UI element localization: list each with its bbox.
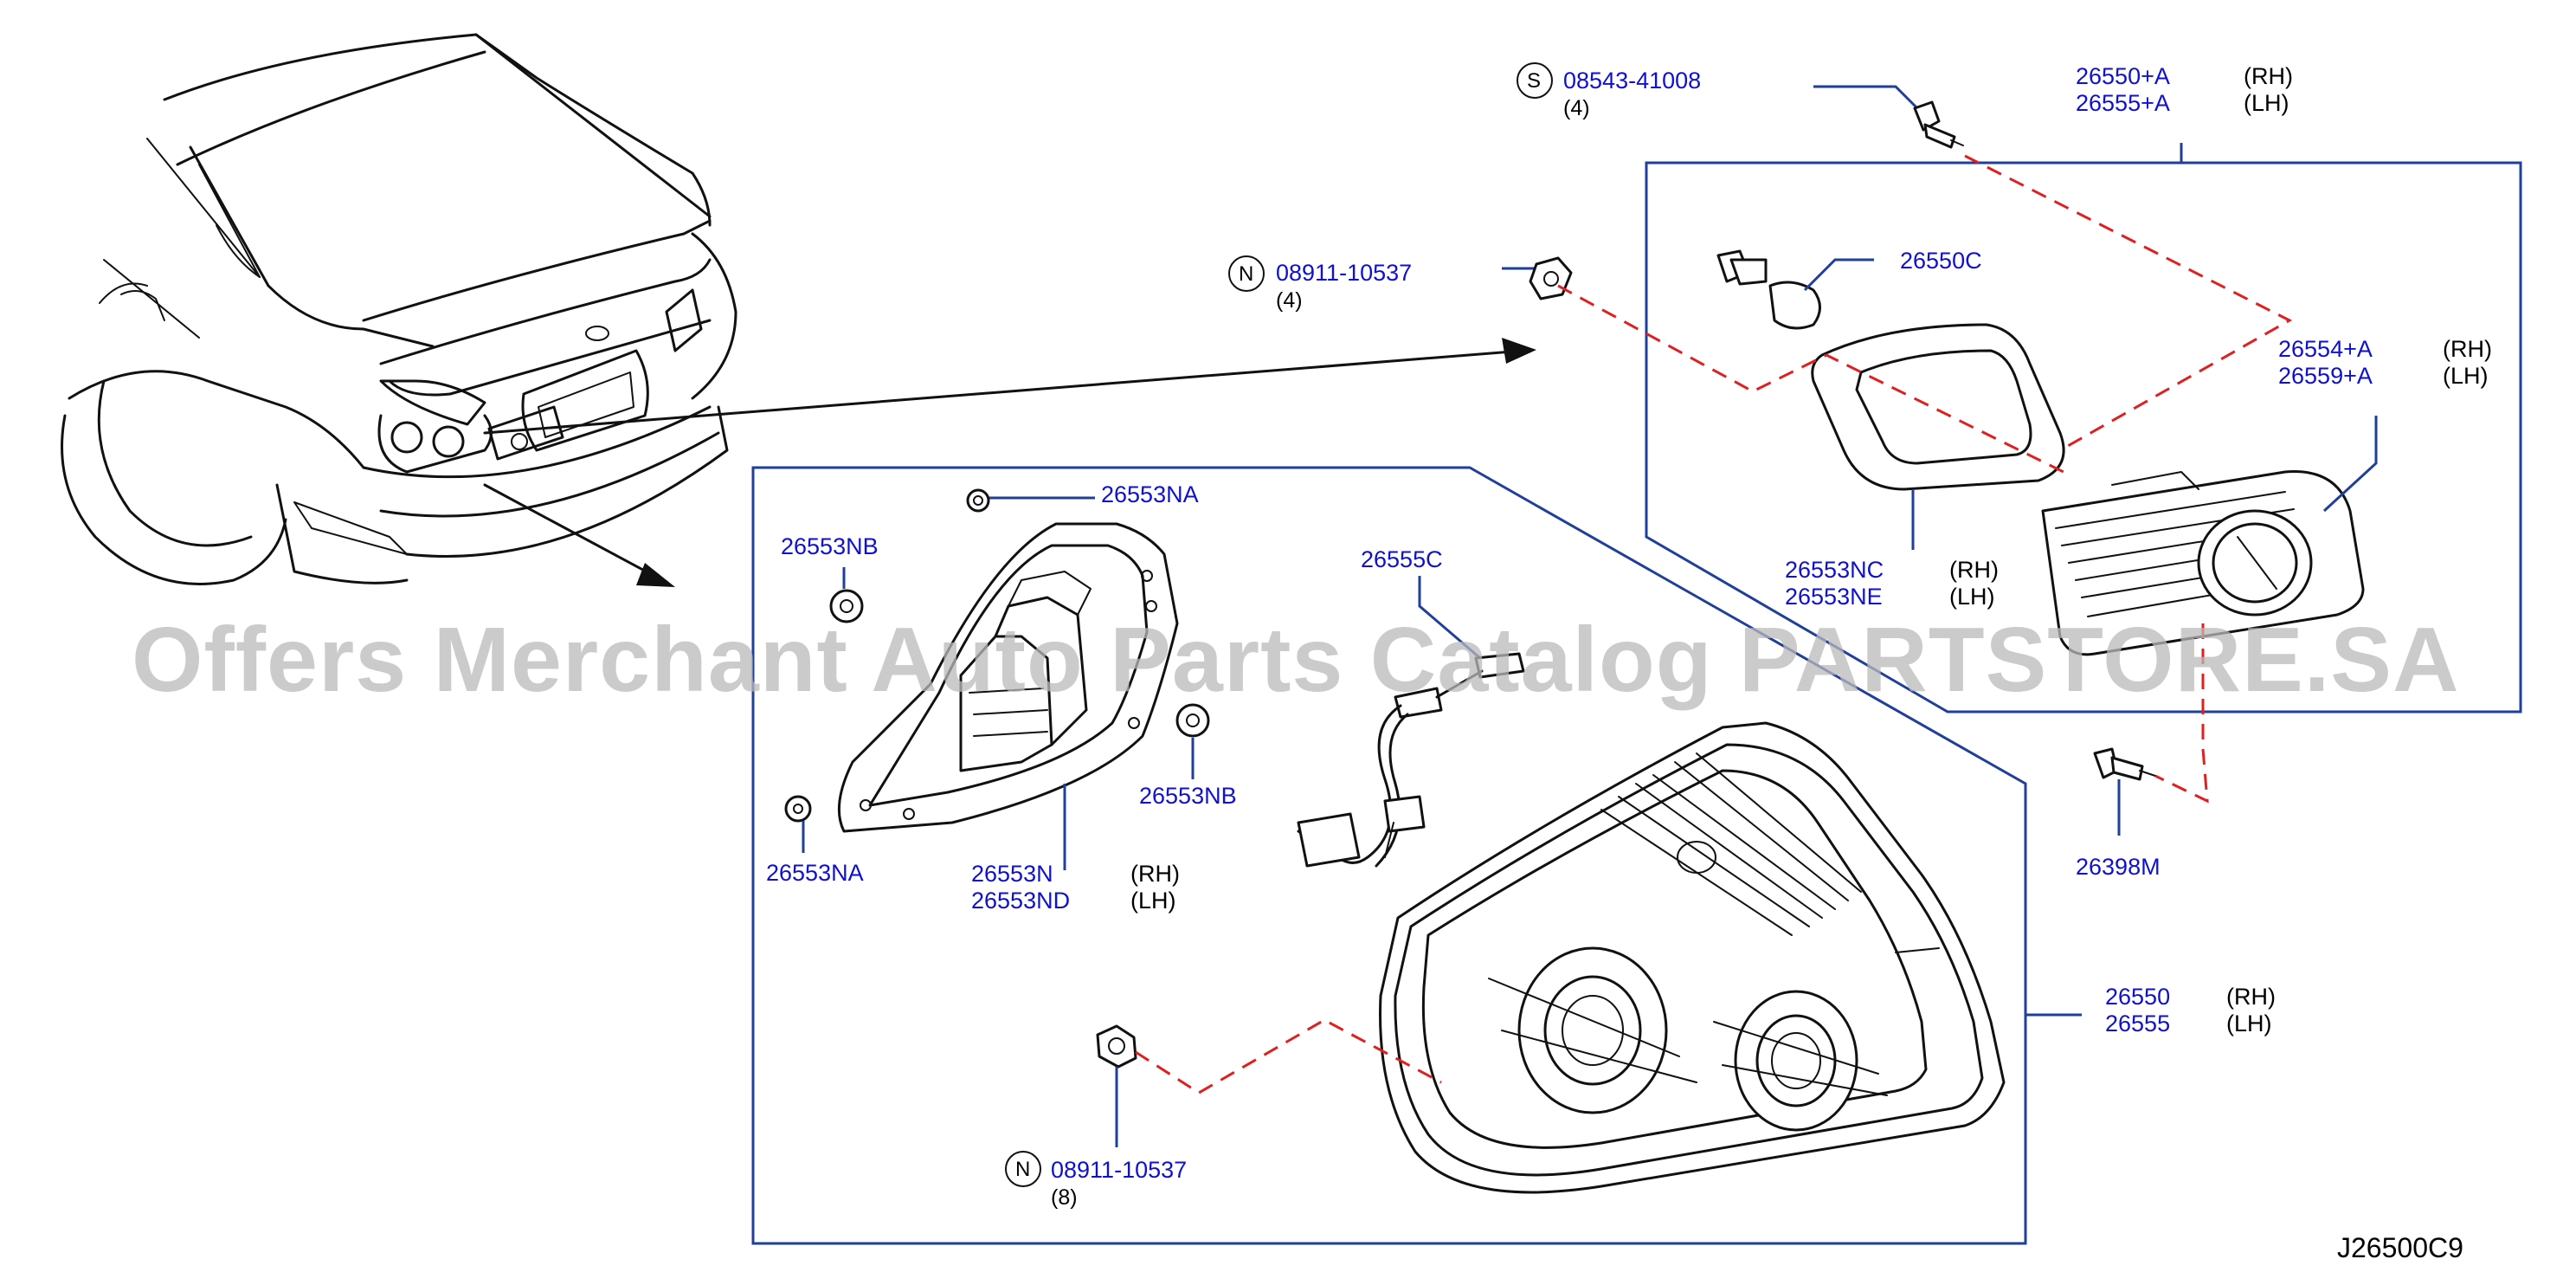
callout-c18-side: (RH) xyxy=(2226,984,2276,1010)
screw-icon xyxy=(1813,85,1964,149)
callout-c15-number: 26553N xyxy=(971,861,1053,887)
callout-c9-number: 26553NE xyxy=(1785,584,1883,610)
overview-arrows xyxy=(483,338,1536,587)
wiring-harness-icon xyxy=(1297,576,1525,868)
callout-c1-number: 08543-41008 xyxy=(1563,68,1701,94)
callout-c4-qty: (4) xyxy=(1276,288,1303,313)
callout-c5-number: 26550C xyxy=(1900,248,1982,274)
callout-c18-number: 26550 xyxy=(2105,984,2170,1010)
gasket-icon xyxy=(1811,323,2065,550)
inner-lamp-assembly-box xyxy=(1645,143,2522,714)
rear-combination-lamp-box xyxy=(751,466,2082,1245)
callout-c6-side: (RH) xyxy=(2443,336,2492,362)
callout-c1-symbol: S xyxy=(1527,69,1541,93)
callout-c14-number: 26553NA xyxy=(766,860,864,886)
n-symbol-icon xyxy=(1228,255,1265,292)
callout-c11-number: 26553NB xyxy=(781,533,879,559)
lamp-housing-cover-icon xyxy=(837,522,1179,870)
nut-icon-lower xyxy=(1096,1024,1137,1147)
callout-c19-side: (LH) xyxy=(2226,1011,2272,1036)
bulb-socket-icon xyxy=(1716,249,1874,330)
grommet-icons xyxy=(784,488,1210,853)
callout-c20-symbol: N xyxy=(1015,1158,1030,1181)
watermark-text: Offers Merchant Auto Parts Catalog PARTS… xyxy=(132,609,2460,711)
callout-c8-side: (RH) xyxy=(1949,557,1999,583)
callout-c10-number: 26553NA xyxy=(1101,481,1199,507)
callout-c2-side: (RH) xyxy=(2244,63,2293,89)
tail-lamp-icon xyxy=(1379,721,2006,1194)
callout-c9-side: (LH) xyxy=(1949,584,1995,610)
callout-c16-side: (LH) xyxy=(1130,888,1176,914)
callout-c7-side: (LH) xyxy=(2443,363,2489,389)
callout-c17-number: 26398M xyxy=(2076,854,2161,880)
nut-icon xyxy=(1502,256,1573,300)
callout-c1-qty: (4) xyxy=(1563,96,1590,120)
callout-c4-symbol: N xyxy=(1239,262,1253,286)
s-symbol-icon xyxy=(1517,62,1553,99)
callout-c16-number: 26553ND xyxy=(971,888,1070,914)
inner-tail-lamp-icon xyxy=(2041,416,2378,656)
callout-c2-number: 26550+A xyxy=(2076,63,2170,89)
callout-c4-number: 08911-10537 xyxy=(1276,260,1412,286)
clip-icon xyxy=(2093,747,2156,836)
callout-c20-number: 08911-10537 xyxy=(1051,1157,1187,1183)
callout-c19-number: 26555 xyxy=(2105,1011,2170,1036)
callout-c8-number: 26553NC xyxy=(1785,557,1884,583)
callout-c3-side: (LH) xyxy=(2244,90,2289,116)
callout-c3-number: 26555+A xyxy=(2076,90,2170,116)
callout-c20-qty: (8) xyxy=(1051,1185,1078,1210)
callout-c6-number: 26554+A xyxy=(2278,336,2373,362)
callout-c15-side: (RH) xyxy=(1130,861,1180,887)
callout-c12-number: 26555C xyxy=(1361,546,1443,572)
callout-c7-number: 26559+A xyxy=(2278,363,2373,389)
n-symbol-icon-lower xyxy=(1005,1151,1041,1187)
dashed-guides xyxy=(1135,154,2293,1095)
diagram-code: J26500C9 xyxy=(2337,1232,2463,1263)
callout-c13-number: 26553NB xyxy=(1139,783,1237,809)
vehicle-rear-view xyxy=(61,33,737,585)
callouts: S 08543-41008 (4) 26550+A (RH) 26555+A (… xyxy=(766,62,2492,1210)
